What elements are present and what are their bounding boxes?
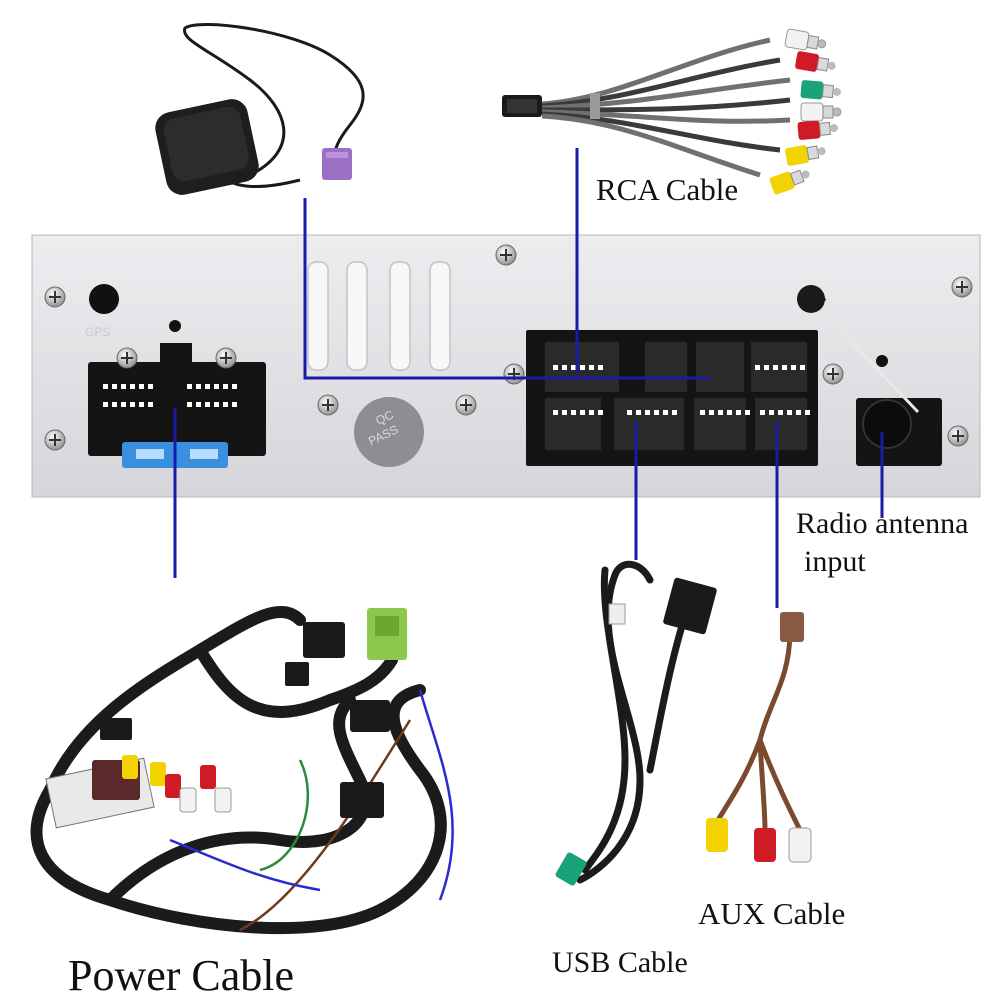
power-cable-label: Power Cable bbox=[68, 950, 294, 1001]
screw-icon bbox=[318, 395, 338, 415]
radio-antenna-label: Radio antenna input bbox=[796, 505, 968, 581]
screw-icon bbox=[45, 430, 65, 450]
screw-icon bbox=[504, 364, 524, 384]
screw-icon bbox=[823, 364, 843, 384]
gps-port-hole bbox=[89, 284, 119, 314]
rca-cable-label: RCA Cable bbox=[596, 172, 738, 208]
power-cable-harness bbox=[37, 608, 453, 930]
radio-antenna-label-line1: Radio antenna bbox=[796, 505, 968, 543]
screw-icon bbox=[952, 277, 972, 297]
av-connector-block bbox=[526, 330, 818, 466]
usb-cable-label: USB Cable bbox=[552, 946, 688, 980]
usb-cable bbox=[554, 564, 717, 886]
gps-port-marking: GPS bbox=[85, 325, 110, 339]
aux-plug bbox=[780, 612, 804, 642]
screw-icon bbox=[948, 426, 968, 446]
qc-pass-stamp: QC PASS bbox=[354, 397, 424, 467]
screw-icon bbox=[45, 287, 65, 307]
gps-antenna bbox=[152, 24, 363, 197]
aux-cable bbox=[706, 612, 811, 862]
aux-cable-label: AUX Cable bbox=[698, 896, 845, 932]
rca-cable-harness bbox=[502, 29, 842, 196]
radio-antenna-label-line2: input bbox=[796, 543, 968, 581]
screw-icon bbox=[496, 245, 516, 265]
screw-icon bbox=[456, 395, 476, 415]
